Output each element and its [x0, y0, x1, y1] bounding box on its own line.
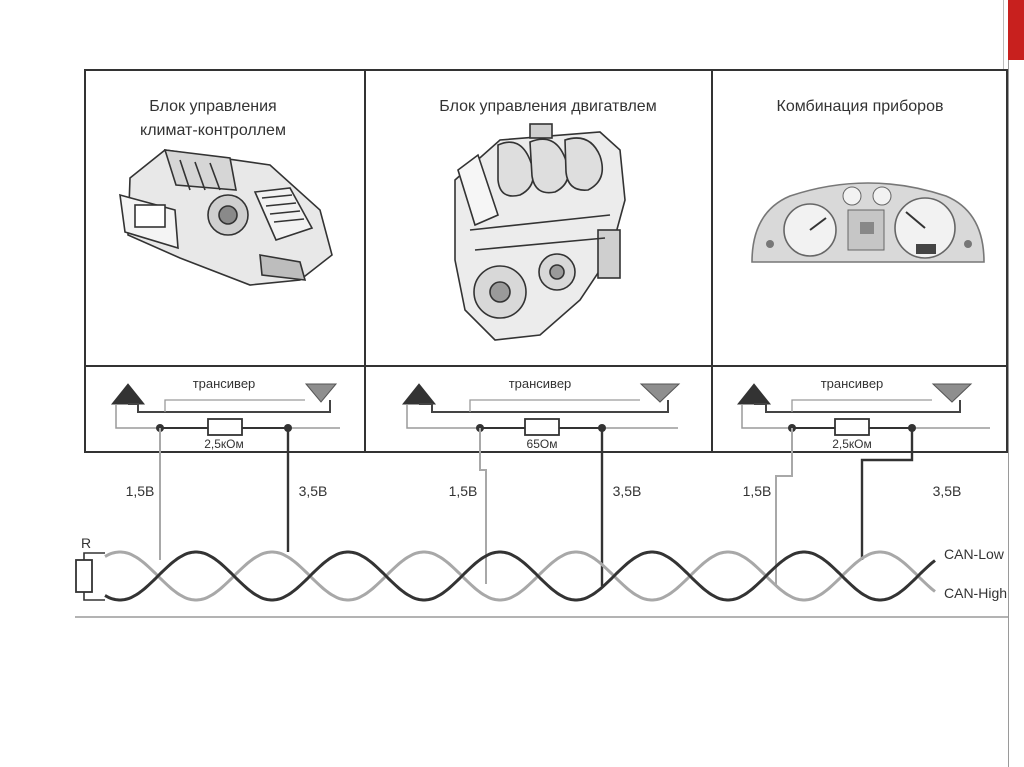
module-climate-control: Блок управления климат-контроллем — [110, 98, 340, 451]
terminator-label: R — [81, 535, 91, 551]
resistor-label: 65Ом — [527, 437, 558, 451]
low-voltage-label: 1,5В — [449, 483, 478, 499]
tx-wire — [128, 400, 331, 413]
transmit-triangle-icon — [401, 383, 437, 405]
tx-wire — [419, 400, 669, 413]
module-title-line: климат-контроллем — [140, 122, 286, 139]
accent-bar — [1008, 0, 1024, 60]
transceiver-label: трансивер — [193, 376, 256, 391]
can-low-label: CAN-Low — [944, 546, 1005, 562]
can-high-label: CAN-High — [944, 585, 1007, 601]
receive-triangle-icon — [639, 383, 681, 403]
can-high-drop-wire — [860, 428, 914, 560]
top-right-rule — [1003, 0, 1004, 70]
can-low-wire — [104, 550, 936, 602]
terminator-resistor — [75, 559, 93, 593]
resistor-symbol — [207, 418, 243, 436]
module-instrument-cluster: Комбинация приборов трансивер — [736, 98, 990, 451]
engine-icon — [454, 123, 626, 341]
high-voltage-label: 3,5В — [933, 483, 962, 499]
modules-frame — [84, 69, 1008, 453]
module-title-line: Блок управления двигатвлем — [439, 98, 656, 115]
resistor-label: 2,5кОм — [204, 437, 244, 451]
can-low-drop-wire — [479, 428, 487, 584]
transmit-triangle-icon — [736, 383, 772, 405]
transmit-triangle-icon — [110, 383, 146, 405]
can-bus: R CAN-Low CAN-High — [75, 535, 1007, 602]
resistor-label: 2,5кОм — [832, 437, 872, 451]
transceiver-label: трансивер — [821, 376, 884, 391]
feedback-wire — [791, 399, 932, 412]
terminator-lead — [83, 552, 105, 560]
tx-wire — [754, 400, 961, 413]
feedback-wire — [469, 399, 640, 412]
low-voltage-label: 1,5В — [743, 483, 772, 499]
receive-triangle-icon — [931, 383, 973, 403]
bus-drop-wires — [159, 428, 914, 586]
module-title-line: Блок управления — [149, 98, 276, 115]
slide-edge-line — [1008, 60, 1009, 767]
module-engine-control: Блок управления двигатвлем трансивер — [401, 98, 681, 451]
resistor-symbol — [834, 418, 870, 436]
can-low-drop-wire — [775, 428, 793, 585]
receive-triangle-icon — [304, 383, 338, 403]
transceiver-panel: трансивер 65Ом — [401, 376, 681, 451]
feedback-wire — [164, 399, 305, 412]
terminator-lead — [83, 592, 105, 601]
hvac-unit-icon — [119, 149, 333, 286]
module-title-line: Комбинация приборов — [777, 98, 944, 115]
low-voltage-label: 1,5В — [126, 483, 155, 499]
instrument-cluster-icon — [751, 182, 985, 263]
can-high-wire — [104, 550, 936, 602]
high-voltage-label: 3,5В — [613, 483, 642, 499]
resistor-symbol — [524, 418, 560, 436]
transceiver-panel: трансивер 2,5кОм — [736, 376, 990, 451]
transceiver-label: трансивер — [509, 376, 572, 391]
high-voltage-label: 3,5В — [299, 483, 328, 499]
transceiver-panel: трансивер 2,5кОм — [110, 376, 340, 451]
